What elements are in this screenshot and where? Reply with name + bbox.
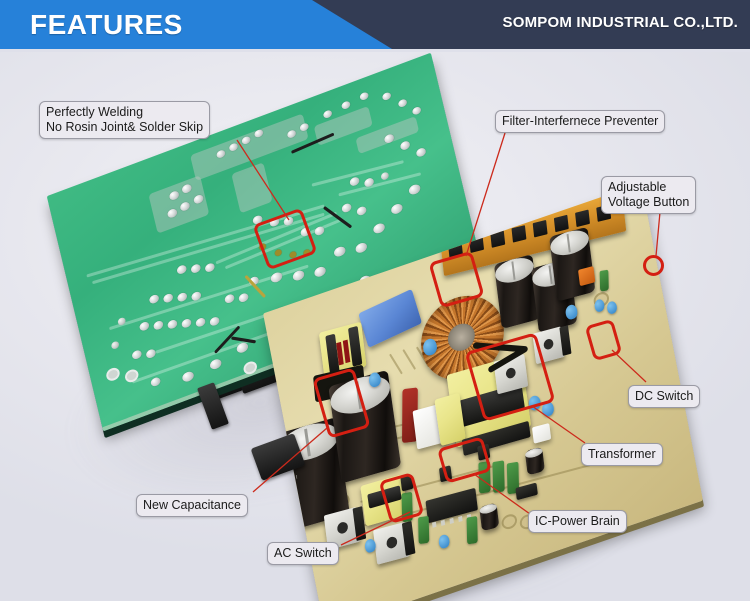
to220-mount-hole [543, 337, 554, 351]
ic-pin [449, 517, 454, 524]
page-title: FEATURES [30, 9, 183, 40]
capacitor-top [524, 446, 543, 460]
solder-pad [340, 202, 353, 214]
header-underline [0, 49, 750, 52]
ceramic-capacitor [492, 460, 505, 494]
ceramic-capacitor [599, 269, 609, 292]
ic-pin [458, 515, 463, 523]
ceramic-disc-capacitor [606, 300, 618, 316]
solder-pad [204, 261, 216, 274]
product-photo: C I [0, 52, 750, 601]
solder-pad [148, 293, 160, 305]
solder-pad [180, 317, 193, 330]
to220-mount-hole [336, 520, 349, 535]
solder-pad [355, 205, 368, 217]
callout-welding-line2: No Rosin Joint& Solder Skip [46, 120, 204, 134]
callout-transformer[interactable]: Transformer [581, 443, 663, 466]
company-name: SOMPOM INDUSTRIAL CO.,LTD. [502, 14, 738, 31]
ic-pin [432, 521, 437, 528]
callout-filter-line1: Filter-Interfernece Preventer [502, 114, 659, 128]
solder-pad [269, 270, 284, 284]
callout-dc-switch[interactable]: DC Switch [628, 385, 701, 408]
pcb-trace [389, 353, 403, 375]
mounting-hole [105, 365, 121, 383]
solder-pad [407, 182, 422, 196]
solder-pad [397, 98, 408, 109]
solder-pad [166, 318, 179, 330]
solder-pad [381, 91, 392, 102]
callout-welding[interactable]: Perfectly Welding No Rosin Joint& Solder… [39, 101, 211, 139]
callout-capacitance-line1: New Capacitance [143, 498, 241, 512]
solder-pad [138, 320, 150, 332]
to220-mount-hole [385, 535, 398, 550]
solder-pad [340, 100, 351, 111]
pcb-trace [402, 348, 417, 370]
solder-pad [415, 146, 427, 159]
solder-pad [354, 241, 368, 255]
solder-pad [399, 139, 411, 152]
page-header: FEATURES SOMPOM INDUSTRIAL CO.,LTD. [0, 0, 750, 49]
solder-pad [145, 348, 157, 360]
callout-welding-line1: Perfectly Welding [46, 105, 144, 119]
solder-pad [313, 225, 326, 237]
solder-pad [313, 265, 327, 279]
connector-header[interactable] [531, 422, 552, 444]
callout-capacitance[interactable]: New Capacitance [136, 494, 248, 517]
solder-pad [390, 202, 404, 216]
pcb-ground-plane [148, 175, 210, 234]
highlight-voltage [643, 255, 664, 276]
callout-voltage-line1: Adjustable [608, 180, 667, 194]
solder-pad [194, 316, 207, 329]
solder-pad [322, 109, 333, 120]
callout-ic-power[interactable]: IC-Power Brain [528, 510, 627, 533]
solder-pad [131, 349, 143, 361]
solder-pad [348, 175, 361, 188]
solder-pad [299, 122, 310, 133]
solder-pad [176, 291, 188, 303]
x-capacitor [358, 288, 423, 348]
callout-dc-switch-line1: DC Switch [635, 389, 694, 403]
solder-pad [359, 91, 370, 102]
output-capacitor[interactable] [549, 226, 596, 302]
callout-voltage-line2: Voltage Button [608, 195, 690, 209]
solder-pad [333, 245, 347, 259]
solder-pad [150, 376, 162, 388]
solder-pad [176, 263, 188, 276]
solder-pad [223, 293, 236, 305]
solder-pad [181, 370, 195, 384]
callout-ac-switch[interactable]: AC Switch [267, 542, 339, 565]
ceramic-capacitor [418, 515, 430, 545]
ic-pin [440, 519, 446, 526]
small-electrolytic-capacitor [479, 502, 500, 532]
solder-pad [190, 262, 202, 275]
solder-pad [110, 340, 120, 351]
solder-pad [208, 315, 221, 328]
callout-voltage[interactable]: Adjustable Voltage Button [601, 176, 697, 214]
pcb-ground-plane [231, 162, 273, 214]
capacitor-top [479, 502, 498, 516]
callout-ic-power-line1: IC-Power Brain [535, 514, 620, 528]
solder-pad [238, 292, 250, 304]
solder-pad [162, 292, 174, 304]
callout-filter[interactable]: Filter-Interfernece Preventer [495, 110, 666, 133]
ceramic-disc-capacitor [437, 533, 451, 550]
solder-pad [209, 357, 223, 371]
solder-pad [372, 221, 386, 235]
solder-pad [411, 105, 422, 116]
ceramic-capacitor [466, 516, 478, 545]
solder-pad [152, 319, 165, 331]
mounting-hole [500, 512, 519, 532]
small-electrolytic-capacitor [524, 446, 545, 476]
callout-transformer-line1: Transformer [588, 447, 656, 461]
callout-ac-switch-line1: AC Switch [274, 546, 332, 560]
